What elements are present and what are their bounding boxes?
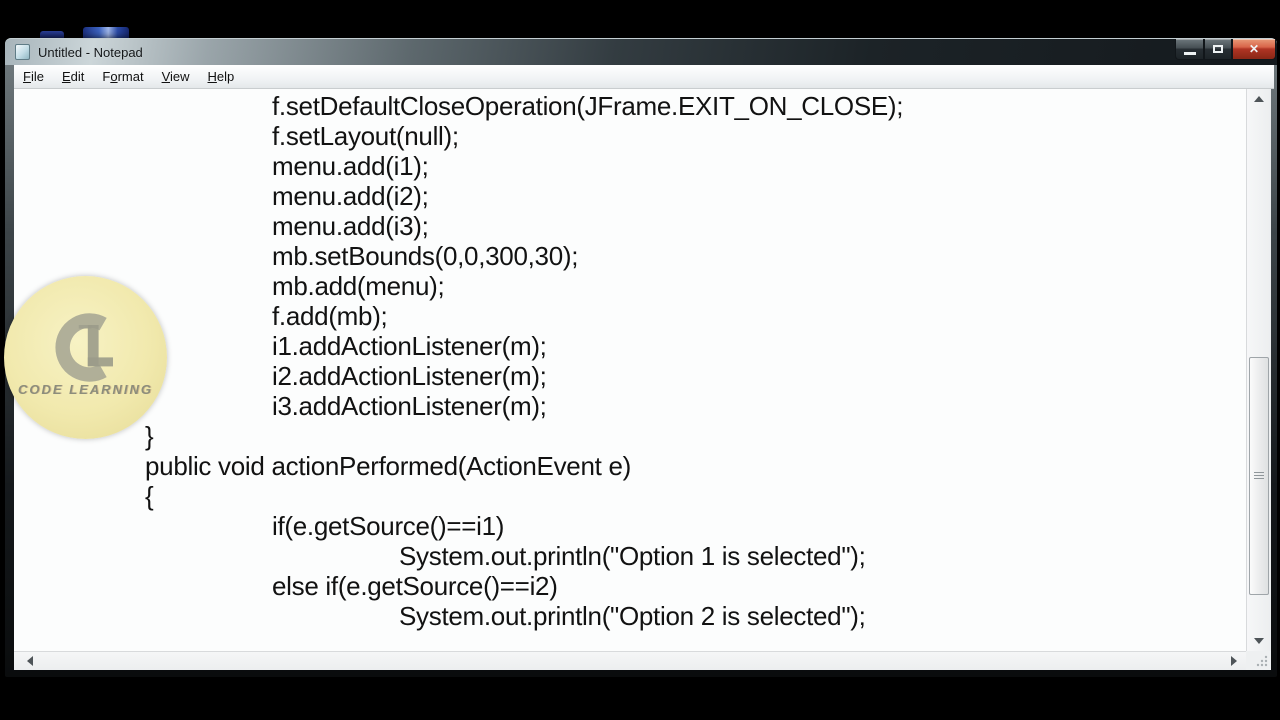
code-line: f.setDefaultCloseOperation(JFrame.EXIT_O…: [272, 91, 904, 121]
code-learning-watermark: CODE LEARNING: [4, 276, 167, 439]
vertical-scroll-thumb[interactable]: [1249, 357, 1269, 595]
background-window-fragment: [83, 27, 129, 41]
cl-monogram-icon: [55, 313, 113, 382]
scroll-thumb-grip-icon: [1254, 472, 1264, 481]
code-line: if(e.getSource()==i1): [272, 511, 505, 541]
menu-view[interactable]: View: [161, 69, 190, 84]
code-line: i2.addActionListener(m);: [272, 361, 547, 391]
code-line: public void actionPerformed(ActionEvent …: [145, 451, 631, 481]
minimize-button[interactable]: [1175, 39, 1204, 60]
code-line: mb.setBounds(0,0,300,30);: [272, 241, 579, 271]
menu-edit[interactable]: Edit: [61, 69, 85, 84]
code-lines: f.setDefaultCloseOperation(JFrame.EXIT_O…: [14, 89, 1246, 631]
resize-grip[interactable]: [1246, 651, 1271, 670]
horizontal-scrollbar[interactable]: [14, 651, 1246, 670]
close-button[interactable]: ✕: [1232, 39, 1276, 60]
code-line: System.out.println("Option 2 is selected…: [399, 601, 866, 631]
window-title: Untitled - Notepad: [38, 45, 143, 60]
scroll-right-icon: [1231, 656, 1237, 666]
editor-text-area[interactable]: f.setDefaultCloseOperation(JFrame.EXIT_O…: [14, 89, 1246, 651]
scroll-right-button[interactable]: [1224, 652, 1244, 670]
maximize-button[interactable]: [1204, 39, 1232, 60]
menu-file[interactable]: File: [23, 69, 44, 84]
menu-help[interactable]: Help: [207, 69, 235, 84]
code-line: System.out.println("Option 1 is selected…: [399, 541, 866, 571]
notepad-window: Untitled - Notepad ✕ File Edit Format Vi…: [5, 38, 1277, 677]
scroll-left-icon: [27, 656, 33, 666]
code-line: {: [145, 481, 154, 511]
scroll-up-icon: [1254, 96, 1264, 102]
minimize-icon: [1183, 51, 1196, 55]
notepad-icon: [15, 44, 30, 60]
close-icon: ✕: [1248, 42, 1260, 56]
menu-bar: File Edit Format View Help: [14, 65, 1274, 89]
code-line: menu.add(i3);: [272, 211, 429, 241]
menu-format[interactable]: Format: [102, 69, 144, 84]
background-window-fragment: [40, 31, 64, 41]
code-line: f.setLayout(null);: [272, 121, 459, 151]
code-line: else if(e.getSource()==i2): [272, 571, 558, 601]
watermark-label: CODE LEARNING: [17, 382, 154, 397]
resize-grip-icon: [1256, 655, 1268, 667]
code-line: i3.addActionListener(m);: [272, 391, 547, 421]
code-line: menu.add(i1);: [272, 151, 429, 181]
code-line: i1.addActionListener(m);: [272, 331, 547, 361]
code-line: mb.add(menu);: [272, 271, 445, 301]
scroll-up-button[interactable]: [1247, 89, 1271, 109]
code-line: menu.add(i2);: [272, 181, 429, 211]
scroll-down-button[interactable]: [1247, 631, 1271, 651]
code-line: }: [145, 421, 154, 451]
scroll-left-button[interactable]: [20, 652, 40, 670]
maximize-icon: [1213, 45, 1223, 53]
title-bar[interactable]: Untitled - Notepad ✕: [5, 38, 1277, 65]
window-controls: ✕: [1175, 39, 1276, 60]
scroll-down-icon: [1254, 638, 1264, 644]
code-line: f.add(mb);: [272, 301, 388, 331]
vertical-scrollbar[interactable]: [1246, 89, 1271, 651]
